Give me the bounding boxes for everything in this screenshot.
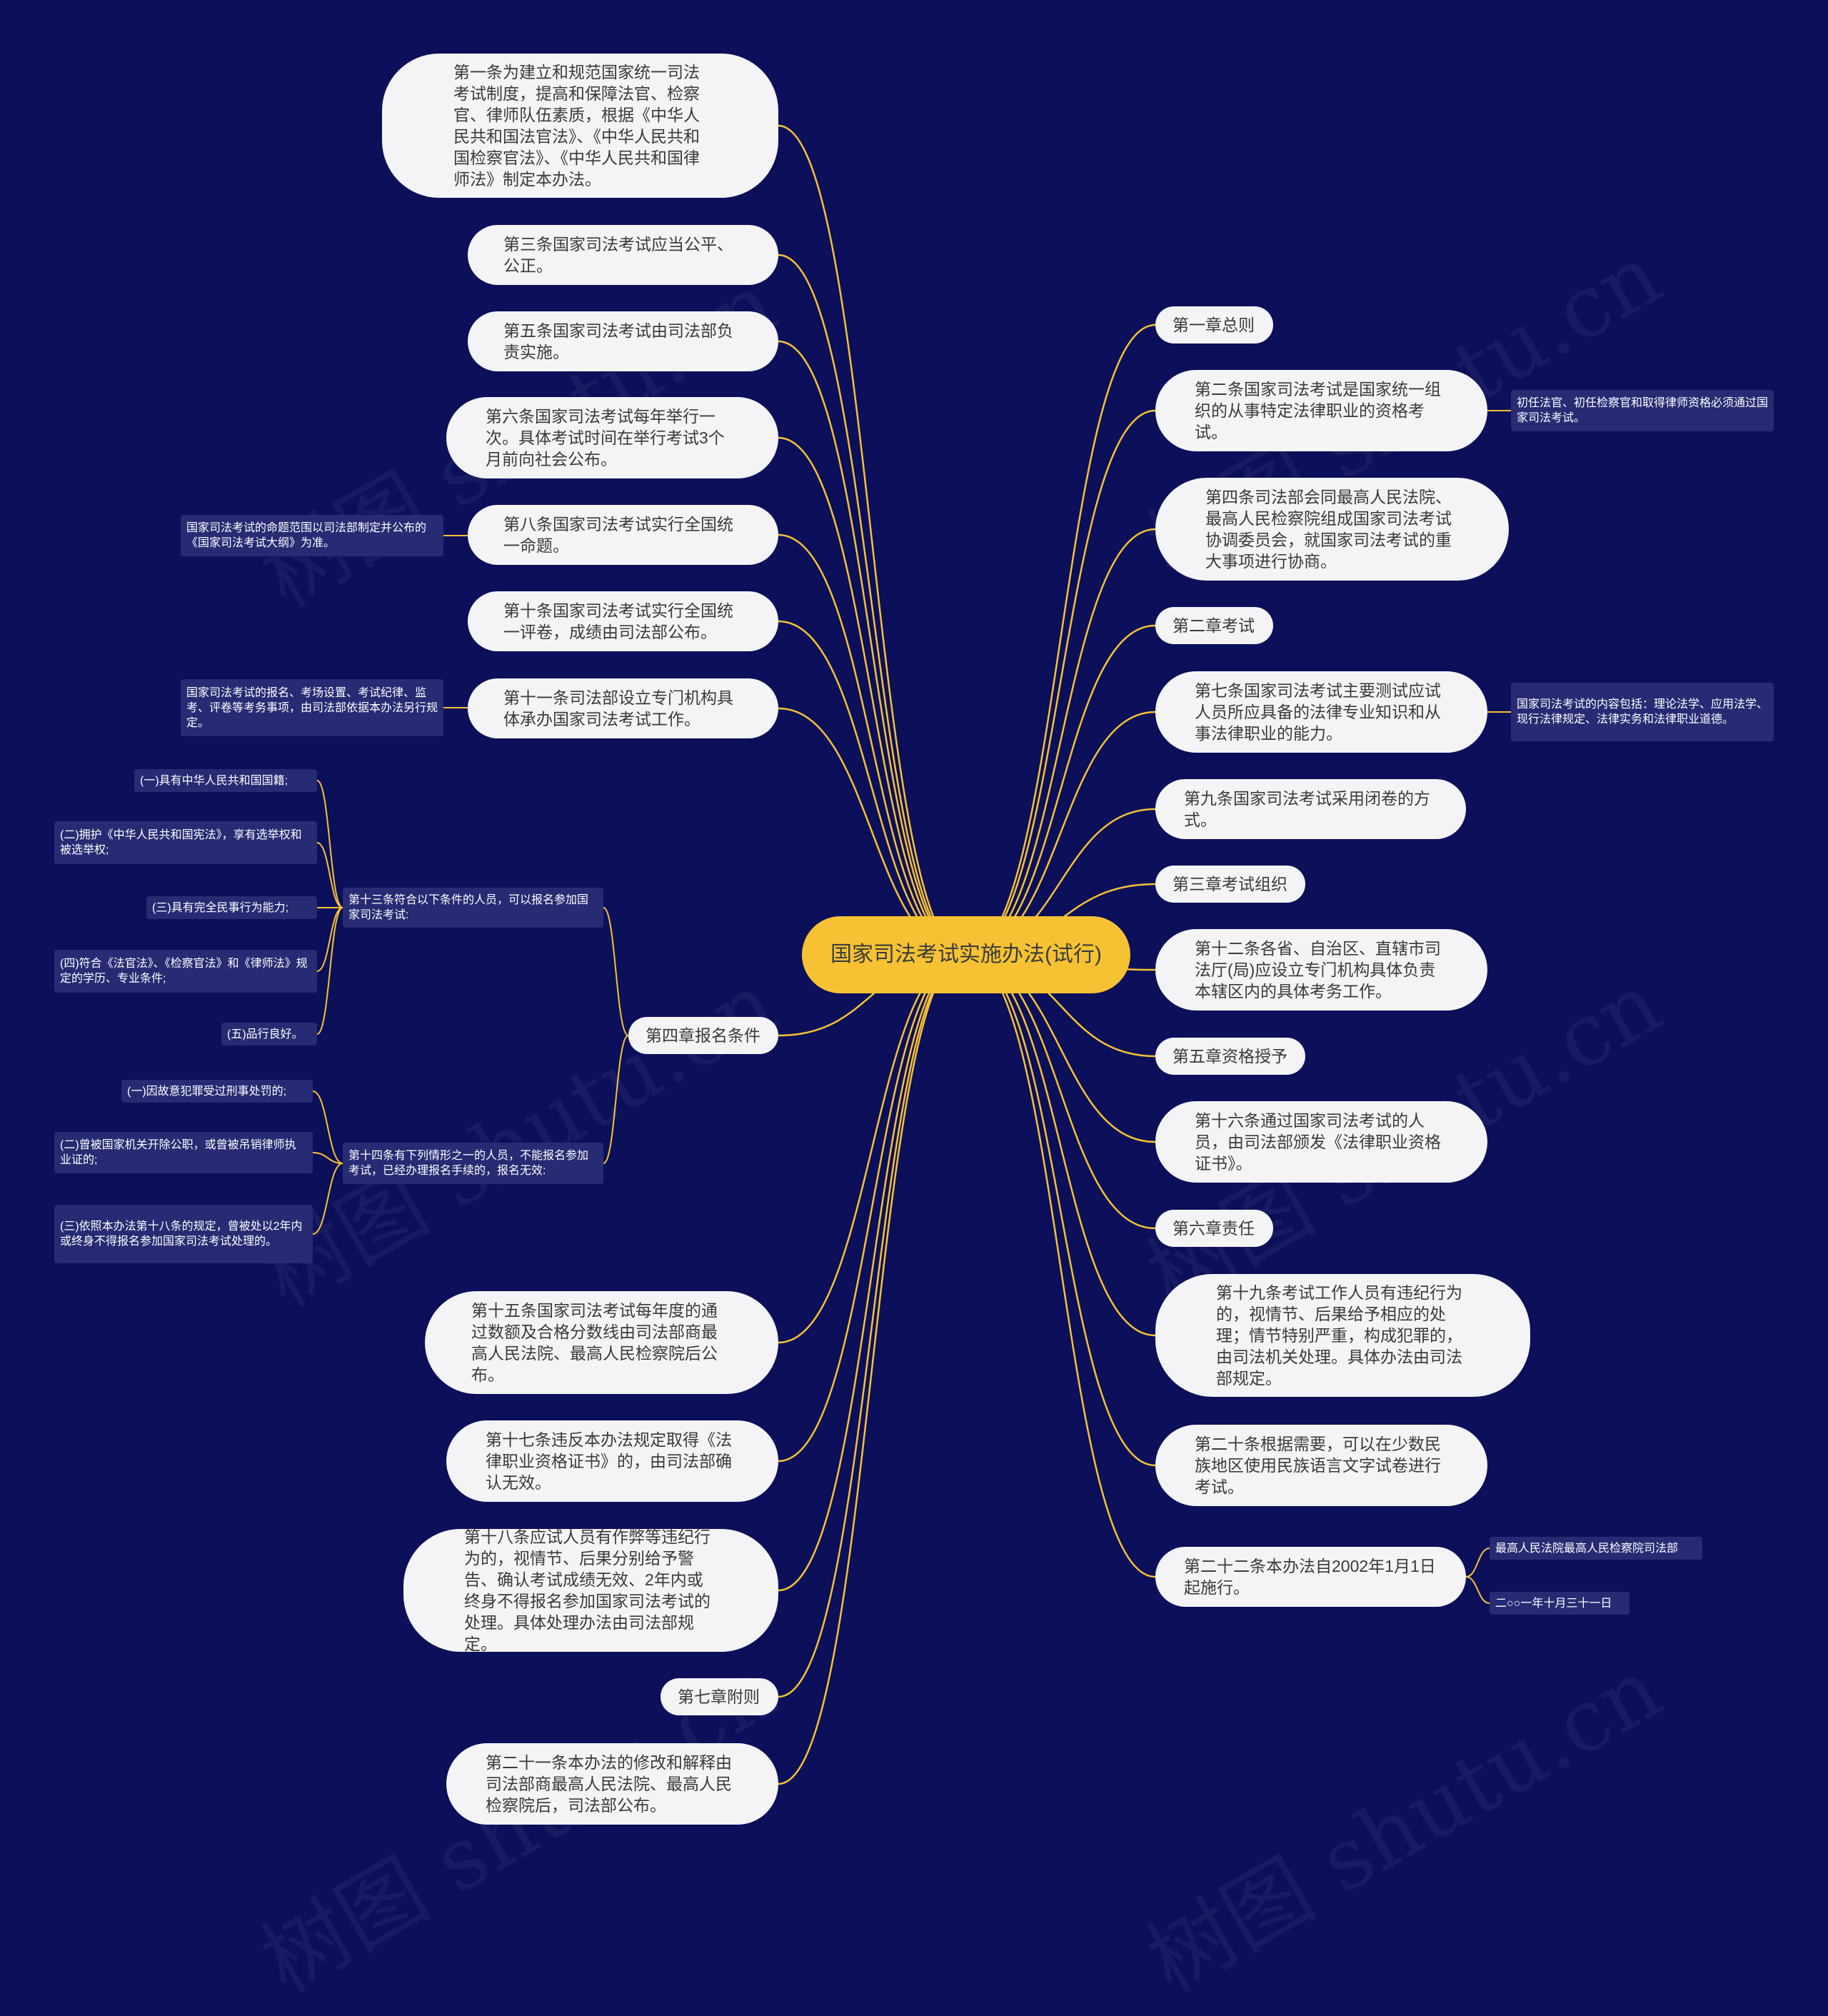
note-article-7: 国家司法考试的内容包括：理论法学、应用法学、现行法律规定、法律实务和法律职业道德… bbox=[1511, 683, 1774, 741]
node-article-5[interactable]: 第五条国家司法考试由司法部负责实施。 bbox=[468, 311, 778, 371]
note-article-11: 国家司法考试的报名、考场设置、考试纪律、监考、评卷等考务事项，由司法部依据本办法… bbox=[181, 679, 443, 736]
root-node[interactable]: 国家司法考试实施办法(试行) bbox=[802, 916, 1130, 993]
article-13-item-4: (四)符合《法官法》、《检察官法》和《律师法》规定的学历、专业条件; bbox=[54, 950, 317, 993]
connector-line bbox=[965, 953, 1156, 1230]
connector-line bbox=[316, 780, 343, 908]
connector-line bbox=[312, 1152, 343, 1164]
connector-line bbox=[778, 620, 966, 956]
node-article-6[interactable]: 第六条国家司法考试每年举行一次。具体考试时间在举行考试3个月前向社会公布。 bbox=[446, 397, 778, 478]
connector-line bbox=[778, 953, 966, 1785]
article-14-item-1: (一)因故意犯罪受过刑事处罚的; bbox=[121, 1080, 313, 1103]
connector-line bbox=[965, 953, 1156, 1467]
connector-line bbox=[778, 254, 966, 956]
connector-line bbox=[778, 953, 966, 1698]
connector-line bbox=[778, 533, 966, 956]
note-article-2: 初任法官、初任检察官和取得律师资格必须通过国家司法考试。 bbox=[1511, 390, 1774, 431]
article-13-item-3: (三)具有完全民事行为能力; bbox=[146, 896, 317, 919]
node-chapter-4[interactable]: 第四章报名条件 bbox=[628, 1017, 778, 1054]
connector-line bbox=[965, 324, 1156, 956]
article-14-item-3: (三)依照本办法第十八条的规定，曾被处以2年内或终身不得报名参加国家司法考试处理… bbox=[54, 1205, 313, 1263]
note-article-22-date: 二○○一年十月三十一日 bbox=[1490, 1592, 1629, 1615]
connector-line bbox=[778, 436, 966, 956]
node-article-9[interactable]: 第九条国家司法考试采用闭卷的方式。 bbox=[1155, 779, 1466, 839]
connector-line bbox=[965, 528, 1156, 956]
node-article-14[interactable]: 第十四条有下列情形之一的人员，不能报名参加考试，已经办理报名手续的，报名无效: bbox=[343, 1143, 603, 1184]
node-chapter-5[interactable]: 第五章资格授予 bbox=[1155, 1038, 1305, 1075]
node-chapter-6[interactable]: 第六章责任 bbox=[1155, 1210, 1273, 1247]
connector-line bbox=[965, 953, 1156, 1337]
article-13-item-2: (二)拥护《中华人民共和国宪法》，享有选举权和被选举权; bbox=[54, 821, 317, 864]
connector-line bbox=[316, 842, 343, 908]
connector-line bbox=[312, 1090, 343, 1164]
node-article-2[interactable]: 第二条国家司法考试是国家统一组织的从事特定法律职业的资格考试。 bbox=[1155, 370, 1487, 451]
node-article-12[interactable]: 第十二条各省、自治区、直辖市司法厅(局)应设立专门机构具体负责本辖区内的具体考务… bbox=[1155, 929, 1487, 1010]
node-article-11[interactable]: 第十一条司法部设立专门机构具体承办国家司法考试工作。 bbox=[468, 678, 778, 738]
connector-line bbox=[316, 907, 343, 972]
node-chapter-2[interactable]: 第二章考试 bbox=[1155, 607, 1273, 644]
article-13-item-5: (五)品行良好。 bbox=[221, 1023, 317, 1045]
article-13-item-1: (一)具有中华人民共和国国籍; bbox=[134, 769, 317, 792]
node-article-22[interactable]: 第二十二条本办法自2002年1月1日起施行。 bbox=[1155, 1547, 1466, 1607]
connector-line bbox=[316, 907, 343, 1035]
node-article-15[interactable]: 第十五条国家司法考试每年度的通过数额及合格分数线由司法部商最高人民法院、最高人民… bbox=[425, 1291, 778, 1394]
node-article-21[interactable]: 第二十一条本办法的修改和解释由司法部商最高人民法院、最高人民检察院后，司法部公布… bbox=[446, 1743, 778, 1825]
node-article-16[interactable]: 第十六条通过国家司法考试的人员，由司法部颁发《法律职业资格证书》。 bbox=[1155, 1101, 1487, 1183]
node-chapter-1[interactable]: 第一章总则 bbox=[1155, 306, 1273, 343]
connector-line bbox=[312, 1163, 343, 1235]
note-article-8: 国家司法考试的命题范围以司法部制定并公布的《国家司法考试大纲》为准。 bbox=[181, 515, 443, 556]
node-article-3[interactable]: 第三条国家司法考试应当公平、公正。 bbox=[468, 225, 778, 285]
connector-line bbox=[778, 124, 966, 956]
connector-line bbox=[603, 907, 629, 1036]
node-article-20[interactable]: 第二十条根据需要，可以在少数民族地区使用民族语言文字试卷进行考试。 bbox=[1155, 1425, 1487, 1506]
connector-line bbox=[778, 340, 966, 956]
node-chapter-3[interactable]: 第三章考试组织 bbox=[1155, 866, 1305, 903]
note-article-22-issuer: 最高人民法院最高人民检察院司法部 bbox=[1490, 1537, 1702, 1560]
connector-line bbox=[778, 953, 966, 1344]
connector-line bbox=[1465, 1576, 1490, 1604]
node-article-1[interactable]: 第一条为建立和规范国家统一司法考试制度，提高和保障法官、检察官、律师队伍素质，根… bbox=[382, 54, 778, 198]
connector-line bbox=[778, 953, 966, 1592]
mind-map: 树图 shutu.cn 树图 shutu.cn 树图 shutu.cn 树图 s… bbox=[54, 54, 1774, 2012]
connector-line bbox=[778, 953, 966, 1463]
node-article-19[interactable]: 第十九条考试工作人员有违纪行为的，视情节、后果给予相应的处理；情节特别严重，构成… bbox=[1155, 1274, 1530, 1397]
node-article-8[interactable]: 第八条国家司法考试实行全国统一命题。 bbox=[468, 505, 778, 565]
connector-line bbox=[965, 624, 1156, 956]
connector-line bbox=[1465, 1548, 1490, 1578]
node-article-18[interactable]: 第十八条应试人员有作弊等违纪行为的，视情节、后果分别给予警告、确认考试成绩无效、… bbox=[403, 1528, 778, 1653]
node-article-13[interactable]: 第十三条符合以下条件的人员，可以报名参加国家司法考试: bbox=[343, 888, 603, 928]
node-article-7[interactable]: 第七条国家司法考试主要测试应试人员所应具备的法律专业知识和从事法律职业的能力。 bbox=[1155, 671, 1487, 753]
node-article-17[interactable]: 第十七条违反本办法规定取得《法律职业资格证书》的，由司法部确认无效。 bbox=[446, 1420, 778, 1502]
connector-line bbox=[603, 1035, 629, 1164]
connector-line bbox=[965, 409, 1156, 956]
node-article-4[interactable]: 第四条司法部会同最高人民法院、最高人民检察院组成国家司法考试协调委员会，就国家司… bbox=[1155, 478, 1509, 581]
article-14-item-2: (二)曾被国家机关开除公职，或曾被吊销律师执业证的; bbox=[54, 1132, 313, 1173]
node-chapter-7[interactable]: 第七章附则 bbox=[661, 1678, 778, 1715]
node-article-10[interactable]: 第十条国家司法考试实行全国统一评卷，成绩由司法部公布。 bbox=[468, 591, 778, 651]
